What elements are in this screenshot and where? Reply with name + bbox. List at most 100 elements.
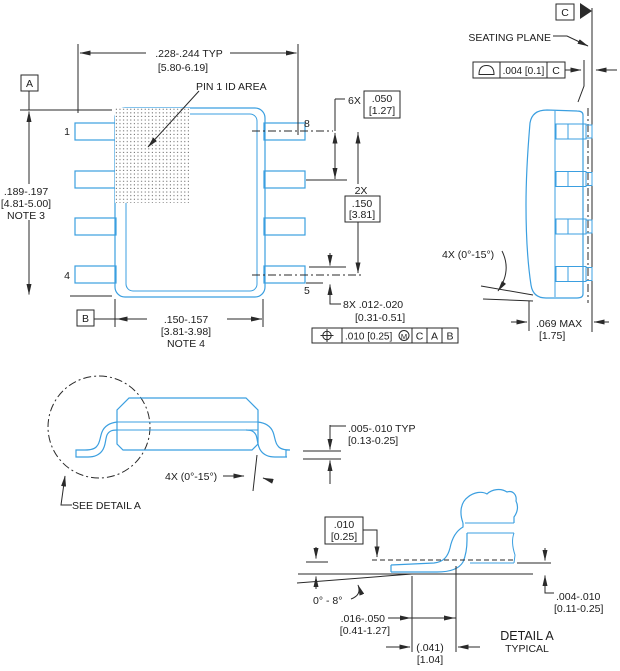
standoff-dimension: .005-.010 TYP [0.13-0.25]	[303, 423, 416, 484]
left-pins	[74, 122, 117, 284]
side-lead-3	[555, 218, 593, 235]
pin-6-lead	[263, 217, 306, 236]
side-lead-1	[555, 123, 593, 140]
foot-angle-label: 0° - 8°	[313, 595, 342, 607]
foot-length-dimension: .016-.050 [0.41-1.27]	[340, 566, 457, 652]
span-value: .150	[352, 198, 373, 210]
detail-a-subtitle: TYPICAL	[505, 643, 549, 655]
position-datum-1: C	[416, 331, 424, 343]
side-view: C SEATING PLANE .004 [0.1] C	[442, 3, 617, 342]
side-leads	[555, 123, 593, 282]
body-length-dimension: A .189-.197 [4.81-5.00] NOTE 3	[1, 74, 51, 295]
pin-4-lead	[74, 265, 117, 284]
profile-symbol-icon	[478, 64, 495, 75]
lead-width-metric: [0.31-0.51]	[355, 312, 405, 324]
span-metric: [3.81]	[349, 209, 375, 221]
side-lead-2	[555, 171, 593, 187]
gauge-value: .010	[334, 519, 355, 531]
body-length-metric: [4.81-5.00]	[1, 198, 51, 210]
span-dimension: 2X .150 [3.81]	[344, 132, 381, 274]
position-datum-3: B	[446, 331, 453, 343]
detail-lead-geometry	[390, 488, 519, 573]
body-width-dimension: B .150-.157 [3.81-3.98] NOTE 4	[76, 309, 262, 350]
seating-plane-callout: SEATING PLANE	[468, 32, 589, 47]
pin-3-lead	[74, 217, 117, 236]
pin1-id-callout: PIN 1 ID AREA	[147, 81, 267, 148]
top-view: .228-.244 TYP [5.80-6.19] PIN 1 ID AREA …	[1, 44, 459, 350]
lead-width-value: 8X .012-.020	[343, 299, 403, 311]
overall-width-metric: [5.80-6.19]	[158, 62, 208, 74]
height-dimension: .069 MAX [1.75]	[511, 301, 609, 342]
front-lead-angle-label: 4X (0°-15°)	[165, 471, 217, 483]
body-width-value: .150-.157	[164, 314, 209, 326]
datum-c-label: C	[561, 7, 569, 19]
standoff-value: .005-.010 TYP	[348, 423, 416, 435]
position-fcf-frame	[311, 327, 459, 344]
span-basic-box	[344, 195, 381, 223]
front-right-lead	[245, 421, 291, 458]
datum-c-flag: C	[555, 3, 592, 21]
pitch-value: .050	[372, 93, 393, 105]
position-datum-2: A	[431, 331, 438, 343]
side-body-outline	[525, 109, 584, 299]
pin-number-5: 5	[304, 285, 310, 297]
lead-thickness-dimension: .004-.010 [0.11-0.25]	[517, 548, 604, 615]
datum-triangle-icon	[580, 3, 592, 19]
front-left-lead	[75, 421, 118, 458]
body-length-value: .189-.197	[4, 186, 49, 198]
lead-length-value: (.041)	[416, 642, 443, 654]
lead-length-dimension: (.041) [1.04]	[386, 642, 480, 666]
side-lead-angle-label: 4X (0°-15°)	[442, 249, 494, 261]
pin-1-lead	[74, 122, 117, 141]
pin-2-lead	[74, 170, 117, 189]
foot-length-value: .016-.050	[341, 613, 386, 625]
datum-a-label: A	[26, 78, 33, 90]
seating-plane-label: SEATING PLANE	[468, 32, 551, 44]
detail-a-title: DETAIL A	[500, 629, 554, 643]
front-view: SEE DETAIL A 4X (0°-15°) .005-.010 TYP […	[47, 375, 416, 512]
position-fcf: .010 [0.25] M C A B	[311, 327, 459, 344]
pin-number-1: 1	[64, 126, 70, 138]
svg-text:M: M	[401, 332, 407, 341]
height-metric: [1.75]	[539, 330, 565, 342]
top-view-construction-lines	[20, 44, 361, 327]
body-width-note: NOTE 4	[167, 338, 205, 350]
span-qty: 2X	[355, 185, 368, 197]
detail-a-view: .010 [0.25] 0° - 8° .016-.050 [0.41-1.27…	[296, 488, 604, 666]
pin-number-4: 4	[64, 270, 70, 282]
lead-width-dimension: 8X .012-.020 [0.31-0.51]	[327, 253, 405, 324]
pitch-dimension: 6X .050 [1.27]	[332, 90, 401, 179]
position-symbol-icon	[320, 329, 334, 342]
side-lead-angle-callout: 4X (0°-15°)	[442, 249, 534, 302]
pitch-qty: 6X	[348, 95, 361, 107]
foot-angle-dimension: 0° - 8°	[296, 573, 533, 607]
body-length-note: NOTE 3	[7, 210, 45, 222]
mmc-modifier-icon: M	[398, 330, 410, 341]
pin1-id-label: PIN 1 ID AREA	[196, 81, 267, 93]
front-body-outline	[116, 397, 259, 451]
see-detail-label: SEE DETAIL A	[72, 500, 141, 512]
lead-thickness-value: .004-.010	[556, 591, 601, 603]
detail-a-circle	[47, 375, 151, 479]
height-value: .069 MAX	[536, 318, 582, 330]
lead-length-metric: [1.04]	[417, 654, 443, 666]
body-break-line	[460, 488, 519, 524]
datum-c-box	[555, 3, 575, 21]
pin-number-8: 8	[304, 118, 310, 130]
overall-width-value: .228-.244 TYP	[155, 48, 223, 60]
front-lead-angle-callout: 4X (0°-15°)	[165, 454, 274, 492]
flatness-tolerance: .004 [0.1]	[503, 66, 545, 77]
lead-thickness-metric: [0.11-0.25]	[554, 603, 604, 615]
pin1-id-area-stipple	[115, 108, 190, 203]
side-lead-4	[555, 266, 593, 282]
flatness-fcf: .004 [0.1] C	[472, 60, 617, 103]
datum-b-label: B	[82, 313, 89, 325]
pin-7-lead	[263, 170, 306, 189]
datum-b-box	[76, 309, 95, 327]
pitch-basic-box	[363, 90, 401, 119]
standoff-metric: [0.13-0.25]	[348, 435, 398, 447]
body-width-metric: [3.81-3.98]	[161, 326, 211, 338]
gauge-basic-box	[324, 516, 364, 545]
